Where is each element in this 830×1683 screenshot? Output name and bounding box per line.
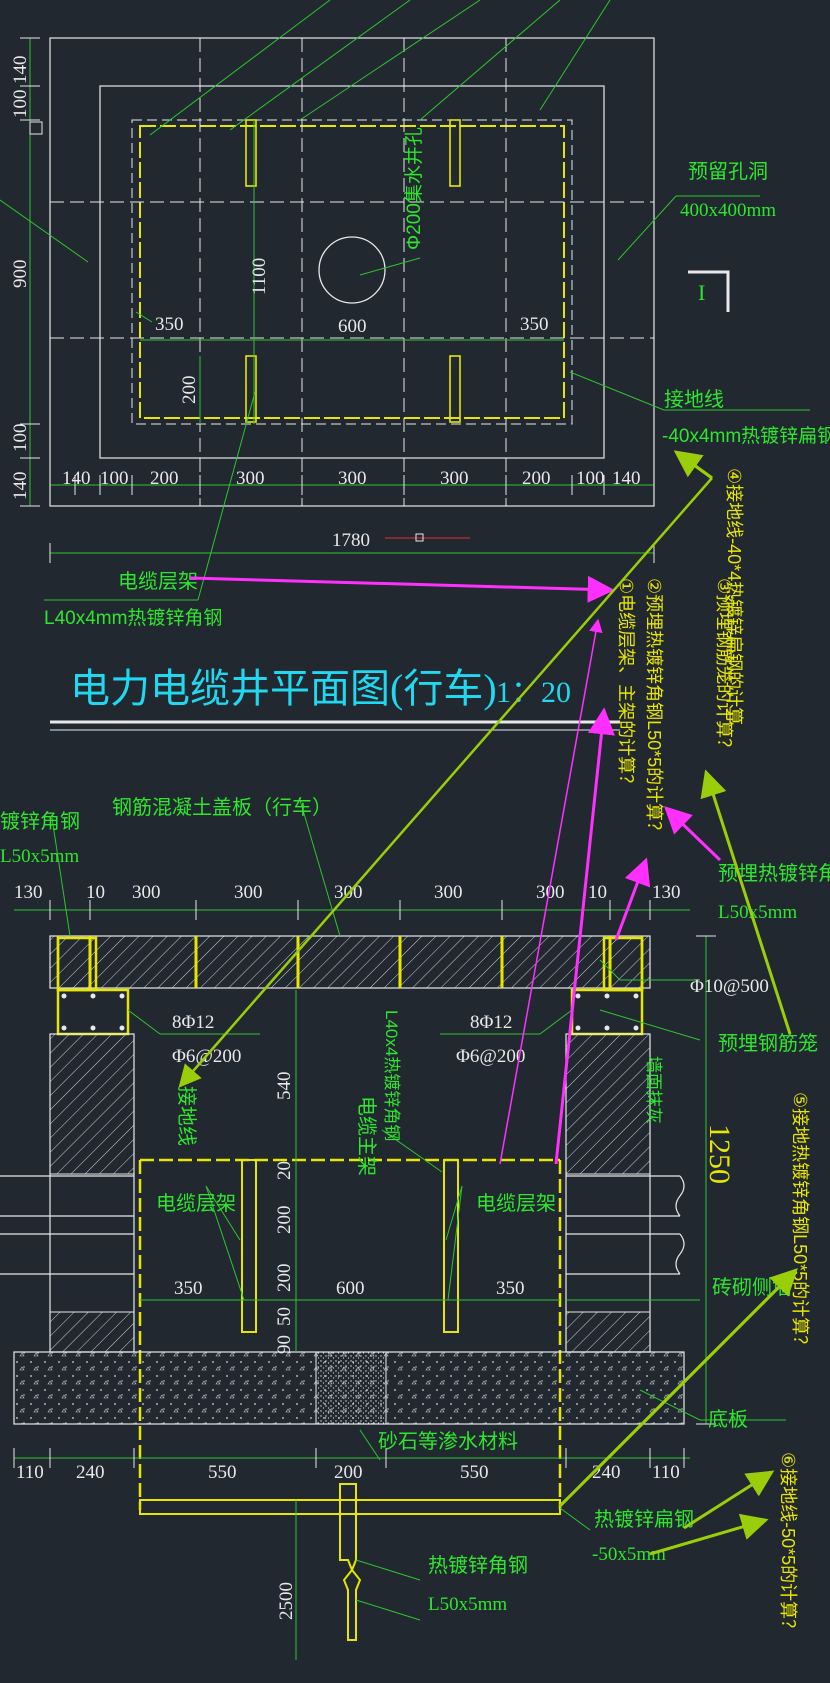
bottom-dim-3: 200 (334, 1462, 363, 1483)
dim-b-7: 100 (576, 468, 605, 489)
v-dim-0: 540 (274, 1072, 295, 1101)
dim-b-3: 300 (236, 468, 265, 489)
bottom-dim-5: 240 (592, 1462, 621, 1483)
plan-labels: Φ200集水井孔 预留孔洞 400x400mm 接地线 -40x4mm热镀锌扁钢… (44, 127, 830, 629)
dim-total: 1780 (332, 530, 370, 551)
section-labels: 钢筋混凝土盖板（行车） 镀锌角钢 L50x5mm 预埋热镀锌角 L50x5mm … (0, 796, 830, 1615)
dim-b-0: 140 (62, 468, 91, 489)
question-6: ⑥接地线-50*5的计算？ (778, 1452, 798, 1637)
ground-wire-vertical: 接地线 (175, 1086, 198, 1146)
question-4: ④接地线-40*4热镀锌扁钢的计算 (724, 468, 744, 725)
bottom-dim-2: 550 (208, 1462, 237, 1483)
section-view (0, 799, 786, 1660)
reserved-hole-label-2: 400x400mm (680, 200, 776, 221)
ground-wire-label-1: 接地线 (664, 388, 724, 411)
top-dim-7: 10 (588, 882, 607, 903)
v-dim-5: 90 (274, 1335, 295, 1354)
inner-dim-0: 350 (174, 1278, 203, 1299)
inner-dim-1: 600 (336, 1278, 365, 1299)
top-dim-5: 300 (434, 882, 463, 903)
v-dim-2: 200 (274, 1206, 295, 1235)
section-mark-label: I (698, 280, 705, 305)
dim-b-8: 140 (612, 468, 641, 489)
v-dim-1: 20 (274, 1161, 295, 1180)
section-dimensions: 130 10 300 300 300 300 300 10 130 540 20… (14, 882, 681, 1620)
dim-l-4: 140 (10, 472, 31, 501)
bottom-dim-1: 240 (76, 1462, 105, 1483)
dim-l-1: 100 (10, 90, 31, 119)
dim-b-5: 300 (440, 468, 469, 489)
dim-b-1: 100 (100, 468, 129, 489)
dim-l-3: 100 (10, 424, 31, 453)
dim-600: 600 (338, 316, 367, 337)
dim-1100: 1100 (249, 258, 270, 295)
plan-view (0, 0, 810, 601)
depth-2500: 2500 (276, 1582, 297, 1620)
cage-right-1: 8Φ12 (470, 1012, 512, 1033)
cable-tray-left: 电缆层架 (156, 1192, 236, 1215)
dim-b-4: 300 (338, 468, 367, 489)
flat-steel-label-2: -50x5mm (592, 1544, 666, 1565)
reserved-hole-label-1: 预留孔洞 (688, 160, 768, 183)
cable-tray-right: 电缆层架 (476, 1192, 556, 1215)
rebar-spec: Φ10@500 (690, 976, 769, 997)
angle-left-label-2: L50x5mm (0, 846, 79, 867)
angle-steel-label-2: L50x5mm (428, 1594, 507, 1615)
top-dim-0: 130 (14, 882, 43, 903)
plan-title: 电力电缆井平面图(行车) (70, 666, 497, 711)
dim-350b: 350 (520, 314, 549, 335)
question-1: ①电缆层架、主架的计算？ (616, 578, 636, 792)
base-plate-label: 底板 (708, 1408, 748, 1431)
cover-plate-label: 钢筋混凝土盖板（行车） (112, 796, 332, 819)
annotation-arrows (178, 450, 798, 1556)
ground-wire-label-2: -40x4mm热镀锌扁钢 (662, 425, 830, 447)
gravel-label: 砂石等渗水材料 (378, 1430, 518, 1453)
v-dim-4: 50 (274, 1307, 295, 1326)
main-frame-label-2: L40x4热镀锌角钢 (382, 1010, 401, 1141)
question-2: ②预埋热镀锌角钢L50*5的计算？ (644, 578, 664, 839)
top-dim-3: 300 (234, 882, 263, 903)
dim-350a: 350 (155, 314, 184, 335)
inner-dim-2: 350 (496, 1278, 525, 1299)
angle-left-label-1: 镀锌角钢 (0, 810, 80, 833)
drain-hole-label: Φ200集水井孔 (403, 127, 425, 250)
bottom-dim-6: 110 (652, 1462, 680, 1483)
rebar-cage-label: 预埋钢筋笼 (718, 1032, 818, 1055)
bottom-dim-4: 550 (460, 1462, 489, 1483)
angle-right-label-1: 预埋热镀锌角 (718, 862, 830, 885)
angle-right-label-2: L50x5mm (718, 902, 797, 923)
top-dim-1: 10 (86, 882, 105, 903)
plan-dimensions: 140 100 200 300 300 300 200 100 140 1780… (10, 56, 641, 552)
bottom-dim-0: 110 (16, 1462, 44, 1483)
top-dim-8: 130 (652, 882, 681, 903)
question-list: ①电缆层架、主架的计算？ ②预埋热镀锌角钢L50*5的计算？ ③预埋钢筋笼的计算… (616, 468, 810, 1637)
main-frame-label-1: 电缆主架 (355, 1096, 378, 1176)
dim-200: 200 (179, 376, 200, 405)
height-1250: 1250 (703, 1124, 736, 1184)
dim-b-2: 200 (150, 468, 179, 489)
angle-steel-label-1: 热镀锌角钢 (428, 1554, 528, 1577)
cable-tray-label-1: 电缆层架 (118, 570, 198, 593)
top-dim-6: 300 (536, 882, 565, 903)
cage-right-2: Φ6@200 (456, 1046, 525, 1067)
cable-tray-label-2: L40x4mm热镀锌角钢 (44, 607, 222, 629)
dim-b-6: 200 (522, 468, 551, 489)
flat-steel-label-1: 热镀锌扁钢 (594, 1508, 694, 1531)
dim-l-2: 900 (10, 260, 31, 289)
question-3: ③预埋钢筋笼的计算？ (714, 578, 734, 756)
dim-l-0: 140 (10, 56, 31, 85)
question-5: ⑤接地热镀锌角钢L50*5的计算？ (790, 1092, 810, 1353)
wall-plaster-label: 墙面抹灰 (644, 1056, 663, 1124)
cage-left-1: 8Φ12 (172, 1012, 214, 1033)
v-dim-3: 200 (274, 1264, 295, 1293)
top-dim-2: 300 (132, 882, 161, 903)
